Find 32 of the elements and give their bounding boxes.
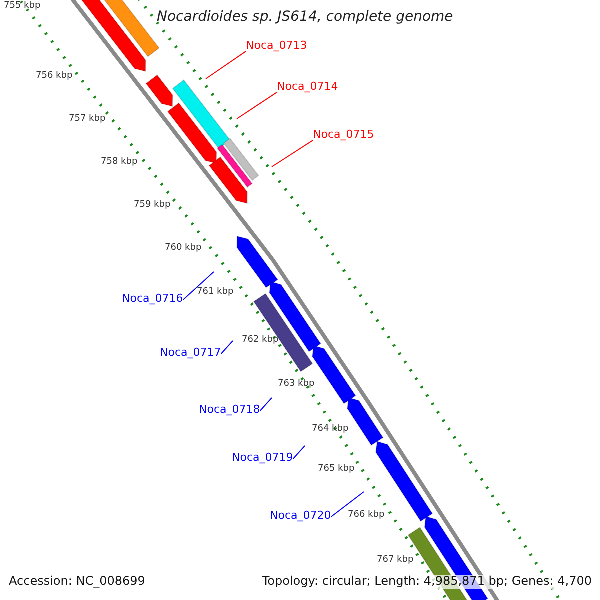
scale-label: 755 kbp [4,2,41,11]
scale-label: 766 kbp [348,511,385,520]
scale-label: 767 kbp [377,556,414,565]
gene-label: Noca_0715 [313,129,374,142]
gene-label: Noca_0719 [232,452,294,465]
leader-line [260,398,272,412]
gene-label: Noca_0718 [199,404,260,417]
scale-label: 762 kbp [242,336,279,345]
gene-label: Noca_0713 [246,40,308,53]
genome-stats-text: Topology: circular; Length: 4,985,871 bp; Genes: 4,700 [262,575,592,589]
scale-label: 759 kbp [134,201,171,210]
map-title: Nocardioides sp. JS614, complete genome [157,9,454,26]
scale-label: 758 kbp [101,158,138,167]
leader-line [220,340,234,354]
scale-label: 757 kbp [69,115,106,124]
scale-label: 761 kbp [197,288,234,297]
scale-label: 765 kbp [318,465,355,474]
scale-label: 763 kbp [278,380,315,389]
gene-label: Noca_0720 [270,510,332,523]
gene-label: Noca_0716 [122,293,184,306]
gene-label: Noca_0714 [277,81,338,94]
leader-line [236,92,278,120]
leader-line [292,446,306,460]
leader-line [330,492,364,518]
leader-line [272,140,314,168]
scale-label: 760 kbp [165,244,202,253]
scale-label: 756 kbp [36,72,73,81]
gene-label: Noca_0717 [160,347,222,360]
scale-label: 764 kbp [312,425,349,434]
accession-text: Accession: NC_008699 [9,575,146,589]
leader-line [182,272,214,300]
leader-line [206,51,246,80]
